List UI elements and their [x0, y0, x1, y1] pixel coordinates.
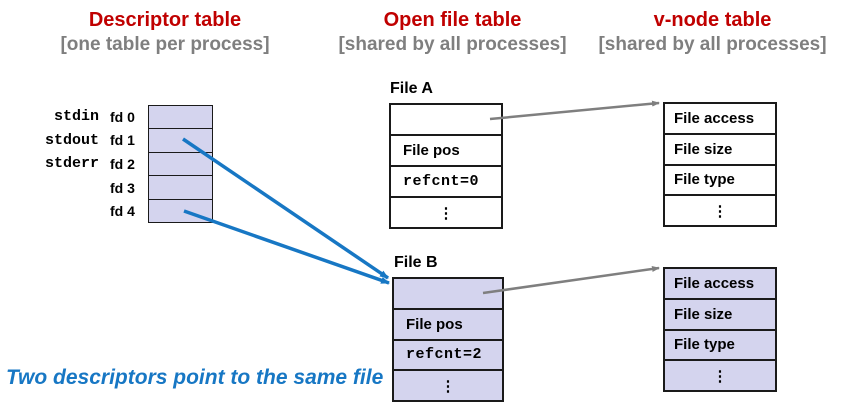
arrow-fd1-to-fileb	[182, 137, 389, 280]
fd0-cell	[149, 106, 212, 130]
fd2-label-row: stderr fd 2	[0, 152, 142, 176]
file-a-file-pos-cell: File pos	[391, 136, 501, 167]
vnode-top-file-size-cell: File size	[665, 135, 775, 166]
fd1-cell	[149, 129, 212, 153]
vnode-bottom-ellipsis-cell: ⋮	[712, 367, 728, 385]
fd1-label-row: stdout fd 1	[0, 129, 142, 153]
fd4-cell	[149, 200, 212, 222]
file-b-ellipsis-cell: ⋮	[440, 377, 456, 395]
vnode-table-top: File access File size File type ⋮	[663, 102, 777, 227]
diagram-caption: Two descriptors point to the same file	[6, 366, 384, 389]
file-a-vnode-pointer-cell	[391, 105, 501, 136]
fd2-label: fd 2	[110, 155, 135, 172]
file-a-refcnt-cell: refcnt=0	[391, 167, 501, 198]
file-b-table: File pos refcnt=2 ⋮	[392, 277, 504, 402]
fd3-label: fd 3	[110, 179, 135, 196]
fd4-label-row: fd 4	[0, 199, 142, 223]
arrow-fd4-to-fileb	[183, 209, 390, 285]
fd0-label-row: stdin fd 0	[0, 105, 142, 129]
vnode-table-title: v-node table	[653, 9, 772, 31]
fd2-cell	[149, 153, 212, 177]
open-file-table-header: Open file table [shared by all processes…	[330, 8, 575, 57]
vnode-bottom-file-access-cell: File access	[665, 269, 775, 300]
descriptor-table-subtitle: [one table per process]	[60, 34, 270, 55]
file-a-title: File A	[390, 80, 433, 97]
stdout-label: stdout	[44, 131, 99, 149]
fd4-label: fd 4	[110, 203, 135, 220]
vnode-table-header: v-node table [shared by all processes]	[585, 8, 840, 57]
vnode-table-subtitle: [shared by all processes]	[598, 34, 827, 55]
descriptor-fd-labels: stdin fd 0 stdout fd 1 stderr fd 2 fd 3 …	[0, 105, 142, 223]
stderr-label: stderr	[44, 155, 99, 173]
file-a-ellipsis-cell: ⋮	[438, 204, 454, 222]
fd1-label: fd 1	[110, 132, 135, 149]
file-b-file-pos-cell: File pos	[394, 310, 502, 341]
fd0-label: fd 0	[110, 108, 135, 125]
fd3-cell	[149, 176, 212, 200]
file-b-refcnt-cell: refcnt=2	[394, 341, 502, 372]
vnode-bottom-file-type-cell: File type	[665, 331, 775, 362]
vnode-top-file-type-cell: File type	[665, 166, 775, 197]
stdin-label: stdin	[53, 108, 99, 126]
descriptor-table-header: Descriptor table [one table per process]	[15, 8, 315, 57]
descriptor-table	[148, 105, 213, 223]
file-b-title: File B	[394, 254, 438, 271]
file-b-vnode-pointer-cell	[394, 279, 502, 310]
arrow-fileb-to-vnode-bottom	[482, 266, 660, 295]
descriptor-table-title: Descriptor table	[88, 9, 242, 31]
vnode-bottom-file-size-cell: File size	[665, 300, 775, 331]
vnode-table-bottom: File access File size File type ⋮	[663, 267, 777, 392]
open-file-table-subtitle: [shared by all processes]	[338, 34, 567, 55]
file-a-table: File pos refcnt=0 ⋮	[389, 103, 503, 229]
fd3-label-row: fd 3	[0, 176, 142, 200]
vnode-top-ellipsis-cell: ⋮	[712, 202, 728, 220]
vnode-top-file-access-cell: File access	[665, 104, 775, 135]
arrow-filea-to-vnode-top	[489, 100, 660, 121]
open-file-table-title: Open file table	[383, 9, 522, 31]
